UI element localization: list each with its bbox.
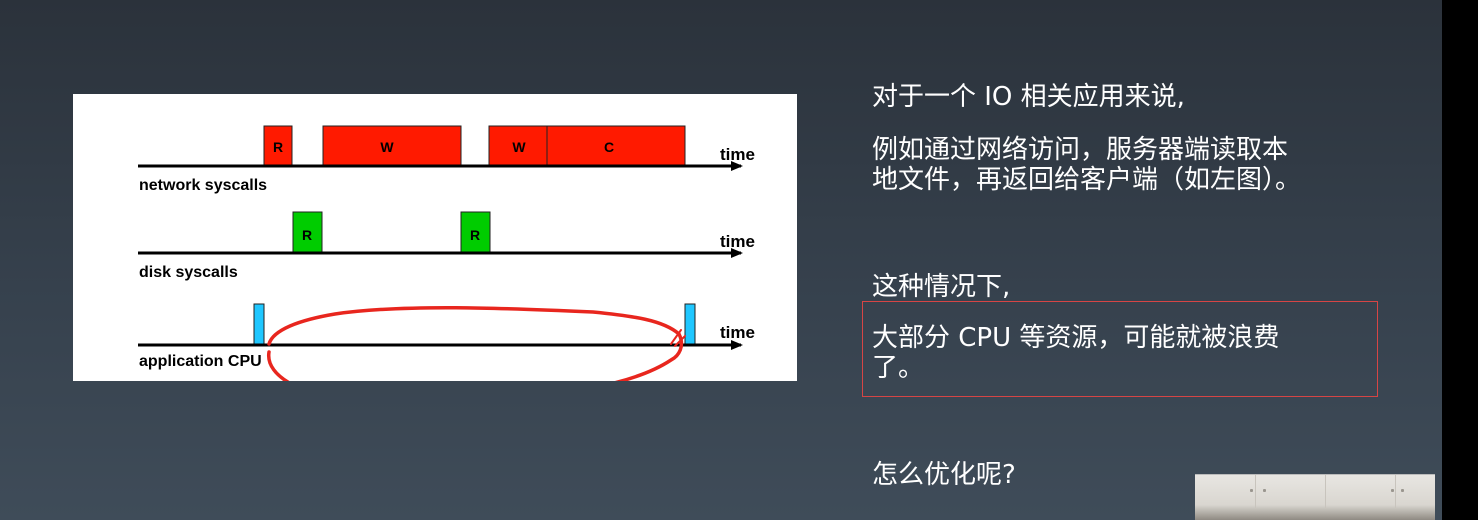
situation-line: 这种情况下,	[872, 272, 1011, 302]
example-description: 例如通过网络访问，服务器端读取本 地文件，再返回给客户端（如左图）。	[872, 135, 1302, 195]
cpu-waste-statement: 大部分 CPU 等资源，可能就被浪费 了。	[872, 323, 1280, 383]
cpu-block-2	[684, 303, 696, 345]
disk-block-r1-label: R	[302, 227, 312, 243]
disk-time-label: time	[720, 232, 755, 251]
wall-mark	[1263, 489, 1266, 492]
wall-seam	[1395, 475, 1396, 509]
io-timeline-svg: R W W C time network syscalls R R time d…	[138, 125, 755, 381]
wall-mark	[1401, 489, 1404, 492]
disk-syscalls-row: R R time disk syscalls	[138, 211, 755, 281]
network-time-label: time	[720, 145, 755, 164]
wall-seam	[1255, 475, 1256, 509]
network-syscalls-row: R W W C time network syscalls	[138, 125, 755, 194]
network-row-label: network syscalls	[139, 177, 267, 194]
network-block-c-label: C	[604, 139, 614, 155]
disk-block-r2	[460, 211, 491, 253]
presenter-video-thumbnail	[1195, 474, 1435, 520]
cpu-block-1	[253, 303, 265, 345]
highlight-box	[862, 301, 1378, 397]
optimization-question: 怎么优化呢?	[872, 460, 1016, 490]
disk-row-label: disk syscalls	[139, 264, 238, 281]
annotation-pen-stroke	[670, 329, 686, 347]
intro-line: 对于一个 IO 相关应用来说,	[872, 82, 1185, 112]
network-block-w2	[488, 125, 548, 166]
application-cpu-row: time application CPU	[138, 303, 755, 370]
idle-cpu-annotation-loop	[266, 305, 684, 381]
network-block-w1-label: W	[380, 139, 394, 155]
network-block-c	[546, 125, 686, 166]
network-block-r-label: R	[273, 139, 283, 155]
cpu-row-label: application CPU	[139, 353, 262, 370]
right-edge-strip	[1442, 0, 1478, 520]
io-timeline-diagram: R W W C time network syscalls R R time d…	[73, 94, 797, 381]
cpu-time-label: time	[720, 323, 755, 342]
network-block-r	[263, 125, 293, 166]
network-block-w1	[322, 125, 462, 166]
disk-block-r2-label: R	[470, 227, 480, 243]
wall-seam	[1325, 475, 1326, 509]
wall-mark	[1391, 489, 1394, 492]
network-block-w2-label: W	[512, 139, 526, 155]
wall-mark	[1250, 489, 1253, 492]
